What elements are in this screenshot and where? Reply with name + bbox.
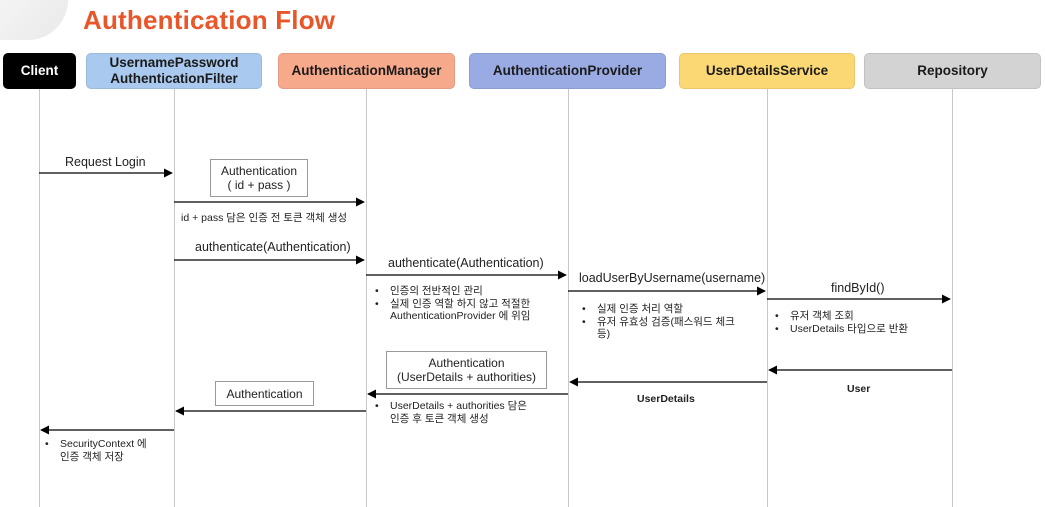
actor-filter-label-1: UsernamePassword (109, 55, 239, 70)
note-manager-return-item: 인증 후 토큰 객체 생성 (373, 413, 527, 426)
note-manager-item: AuthenticationProvider 에 위임 (373, 310, 530, 323)
note-client-return-item: SecurityContext 에 (43, 438, 147, 451)
label-token-note: id + pass 담은 인증 전 토큰 객체 생성 (181, 212, 348, 224)
label-user: User (847, 383, 871, 395)
actor-client: Client (3, 53, 76, 89)
actor-client-label: Client (20, 63, 59, 78)
note-client-return: SecurityContext 에 인증 객체 저장 (43, 438, 147, 463)
actor-filter: UsernamePassword AuthenticationFilter (86, 53, 262, 89)
actor-manager-label: AuthenticationManager (291, 63, 442, 78)
label-user-details: UserDetails (637, 393, 695, 405)
label-authenticate-2: authenticate(Authentication) (388, 256, 544, 270)
label-authenticate-1: authenticate(Authentication) (195, 240, 351, 254)
note-provider-item-continued: 등) (597, 328, 611, 340)
actor-repo-label: Repository (917, 63, 988, 78)
note-manager-item-continued: AuthenticationProvider 에 위임 (390, 310, 531, 322)
lifeline-repository (952, 89, 953, 507)
label-request-login: Request Login (65, 155, 146, 169)
note-manager-item: 인증의 전반적인 관리 (373, 285, 530, 298)
actor-user-details-service: UserDetailsService (679, 53, 855, 89)
note-uds: 유저 객체 조회 UserDetails 타입으로 반환 (773, 310, 908, 335)
token-box-line-2: ( id + pass ) (227, 178, 291, 192)
token-box-after-auth: Authentication (UserDetails + authoritie… (386, 351, 547, 389)
note-manager-return-item-continued: 인증 후 토큰 객체 생성 (390, 412, 489, 425)
actor-repository: Repository (864, 53, 1041, 89)
note-client-return-item: 인증 객체 저장 (43, 451, 147, 464)
diagram-title: Authentication Flow (83, 5, 336, 35)
lifeline-filter (174, 89, 175, 507)
note-client-return-item-continued: 인증 객체 저장 (60, 450, 124, 463)
result-box-line-1: Authentication (428, 356, 505, 370)
note-provider-item: 실제 인증 처리 역할 (580, 303, 735, 316)
result-box-line-2: (UserDetails + authorities) (396, 370, 537, 384)
note-manager: 인증의 전반적인 관리 실제 인증 역할 하지 않고 적절한 Authentic… (373, 285, 530, 323)
note-provider-item: 등) (580, 328, 735, 341)
lifeline-manager (366, 89, 367, 507)
note-manager-return: UserDetails + authorities 담은 인증 후 토큰 객체 … (373, 400, 527, 425)
actor-uds-label: UserDetailsService (705, 63, 829, 78)
auth-return-box: Authentication (215, 381, 314, 406)
token-box-before-auth: Authentication ( id + pass ) (210, 159, 308, 197)
note-uds-item: UserDetails 타입으로 반환 (773, 323, 908, 336)
note-provider-item: 유저 유효성 검증(패스워드 체크 (580, 316, 735, 329)
lifeline-uds (767, 89, 768, 507)
actor-provider: AuthenticationProvider (469, 53, 666, 89)
actor-provider-label: AuthenticationProvider (492, 63, 643, 78)
actor-filter-label-2: AuthenticationFilter (110, 71, 238, 86)
lifeline-provider (568, 89, 569, 507)
label-find-by-id: findById() (831, 281, 885, 295)
auth-return-box-label: Authentication (226, 386, 303, 401)
actor-manager: AuthenticationManager (278, 53, 455, 89)
token-box-line-1: Authentication (220, 164, 298, 178)
note-uds-item: 유저 객체 조회 (773, 310, 908, 323)
lifeline-client (39, 89, 40, 507)
note-provider: 실제 인증 처리 역할 유저 유효성 검증(패스워드 체크 등) (580, 303, 735, 341)
note-manager-return-item: UserDetails + authorities 담은 (373, 400, 527, 413)
note-manager-item: 실제 인증 역할 하지 않고 적절한 (373, 298, 530, 311)
label-load-user: loadUserByUsername(username) (579, 271, 766, 285)
